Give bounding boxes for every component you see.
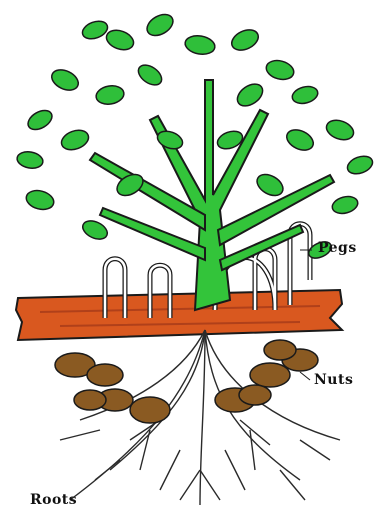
pegs-label: Pegs bbox=[318, 240, 357, 256]
nuts-label: Nuts bbox=[314, 372, 353, 388]
nuts bbox=[55, 340, 318, 423]
roots-label: Roots bbox=[30, 492, 77, 508]
soil-band bbox=[16, 290, 342, 340]
